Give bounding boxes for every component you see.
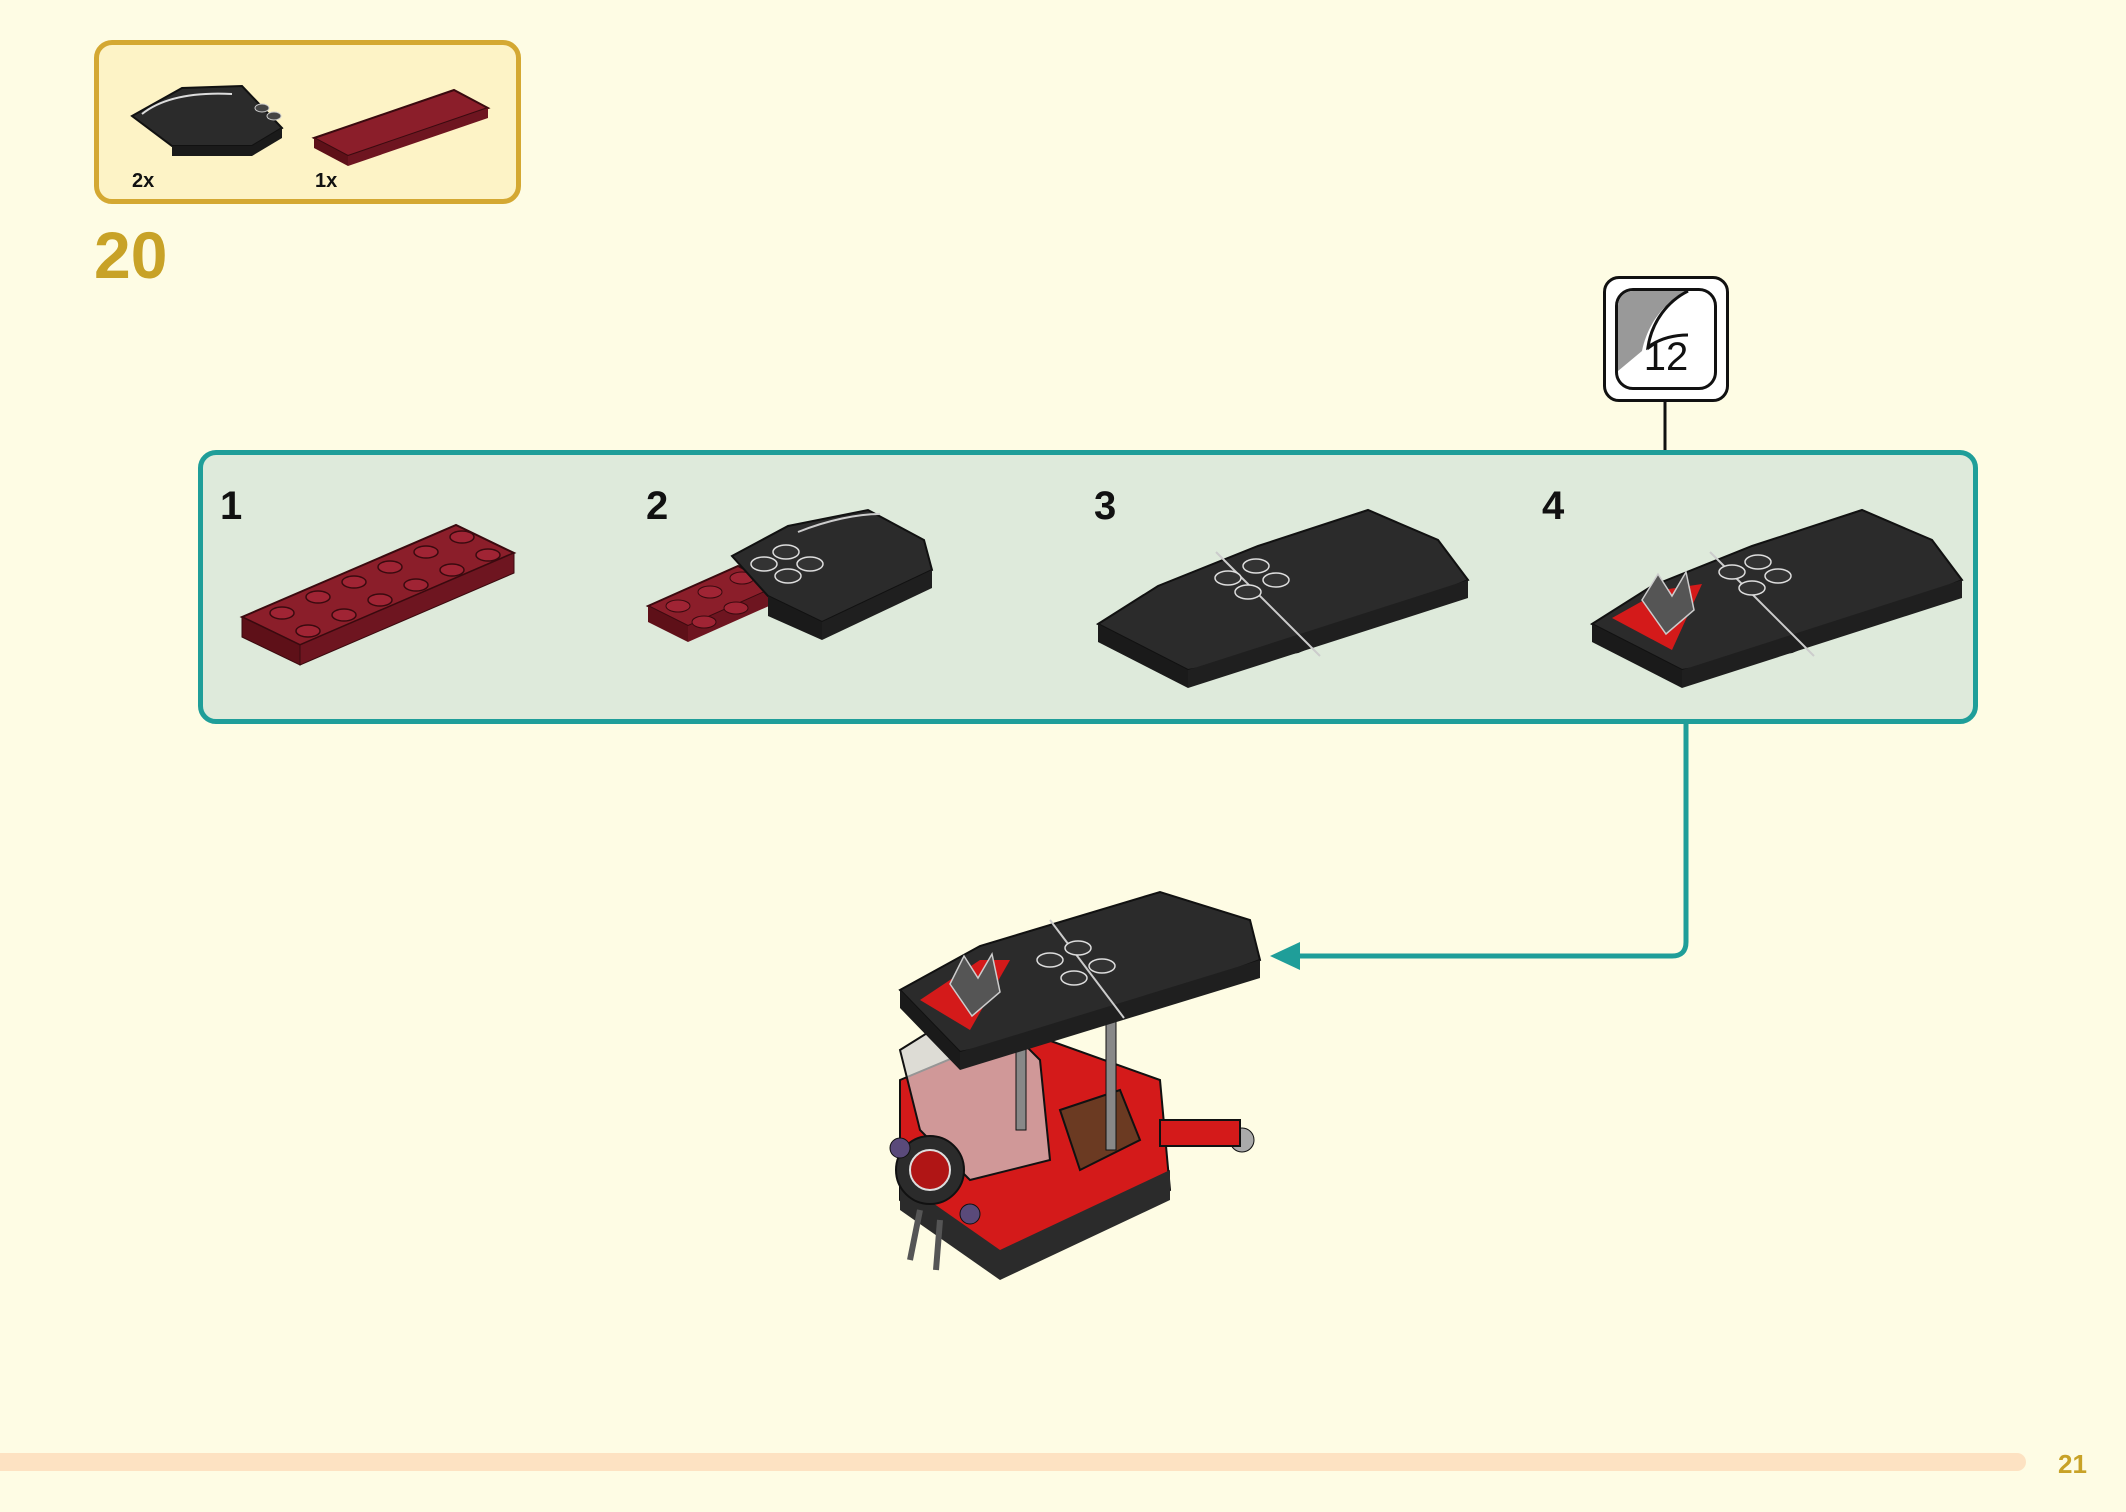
footer-bar bbox=[0, 1453, 2026, 1471]
sticker-number: 12 bbox=[1643, 335, 1689, 379]
step-number: 20 bbox=[94, 218, 168, 292]
substep-2-illustration bbox=[645, 508, 934, 642]
substep-3-illustration bbox=[1095, 508, 1470, 688]
assembled-vehicle-illustration bbox=[889, 890, 1262, 1280]
dark-red-plate-piece-icon bbox=[311, 88, 491, 166]
substep-label: 1 bbox=[220, 484, 243, 528]
sticker-icon: 12 bbox=[1615, 288, 1717, 390]
substep-1-plate-illustration bbox=[239, 523, 517, 666]
connector-arrow bbox=[1270, 724, 1689, 970]
substep-4-illustration bbox=[1589, 508, 1964, 688]
page-number: 21 bbox=[2058, 1449, 2087, 1479]
part-quantity: 1x bbox=[315, 170, 338, 192]
parts-list-illustrations bbox=[130, 84, 491, 166]
substep-illustrations bbox=[239, 508, 1964, 688]
part-quantity: 2x bbox=[132, 170, 155, 192]
sticker-callout: 12 bbox=[1603, 276, 1729, 402]
substep-label: 3 bbox=[1094, 484, 1117, 528]
curved-slope-piece-icon bbox=[130, 84, 284, 156]
substep-label: 4 bbox=[1542, 484, 1565, 528]
substep-label: 2 bbox=[646, 484, 669, 528]
